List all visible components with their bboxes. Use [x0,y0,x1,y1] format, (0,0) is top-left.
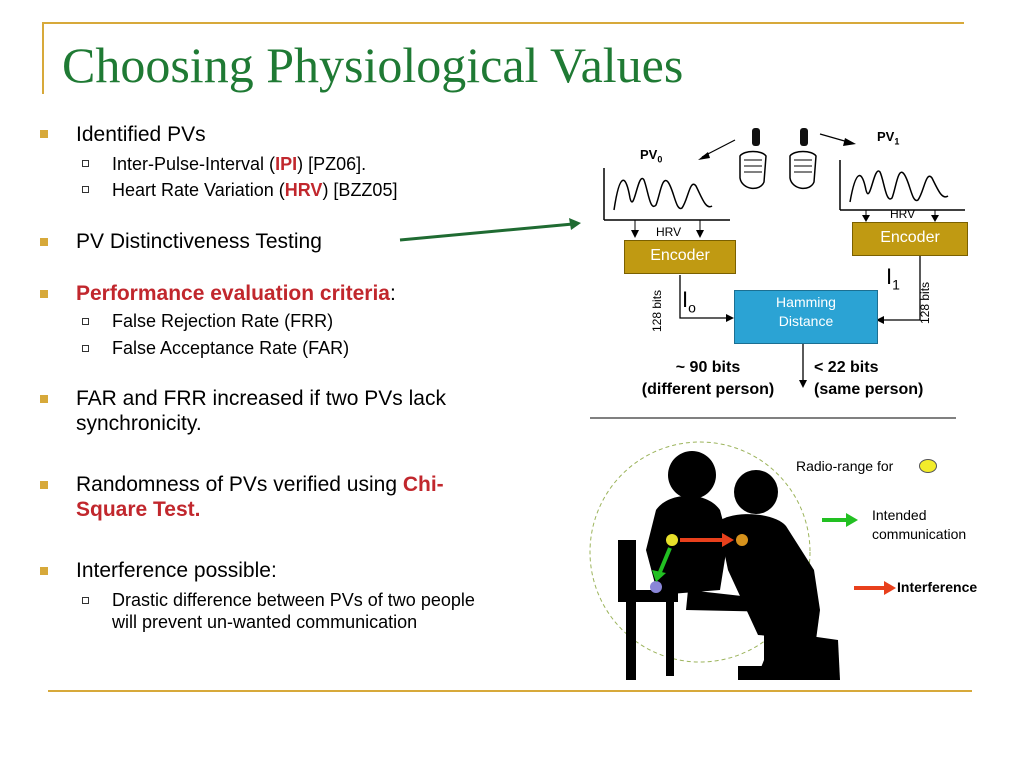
frame-left-rule [42,22,44,94]
bullet-performance-criteria: Performance evaluation criteria: [76,282,396,305]
bullet-identified-pvs: Identified PVs [76,123,206,146]
hrv-label-left: HRV [656,225,682,239]
slide-title: Choosing Physiological Values [62,37,684,93]
sub-bullet-hrv: Heart Rate Variation (HRV) [BZZ05] [112,180,398,200]
bullet-marker [40,395,48,403]
interference-label: Interference [897,579,978,595]
frame-bottom-rule [48,690,972,692]
pointer-arrow [399,218,581,242]
sub-bullet-marker [82,318,89,325]
intended-legend-arrow [822,513,858,527]
bits-label-left: 128 bits [650,289,664,332]
bullet-marker [40,130,48,138]
sub-bullet-marker [82,345,89,352]
encoding-diagram-graphics [590,128,965,419]
pv0-waveform [613,177,713,211]
bullet-marker [40,290,48,298]
sub-bullet-far: False Acceptance Rate (FAR) [112,338,350,358]
interference-legend-arrow [854,581,896,595]
radio-range-label: Radio-range for [796,458,894,474]
bullet-randomness: Randomness of PVs verified using Chi-Squ… [76,473,444,521]
pv0-label: PV0 [640,147,663,165]
sub-bullet-marker [82,597,89,604]
sub-bullet-drastic-difference: Drastic difference between PVs of two pe… [112,590,475,632]
radio-range-circle [589,441,811,663]
bullet-marker [40,238,48,246]
io-label: Io [682,287,696,316]
different-person-result: ~ 90 bits(different person) [641,359,775,398]
pv1-label: PV1 [877,129,900,147]
yellow-node [666,534,678,546]
sub-bullet-marker [82,186,89,193]
bullet-distinctiveness: PV Distinctiveness Testing [76,230,322,253]
encoder-right: Encoder [852,222,968,256]
bullet-interference: Interference possible: [76,559,277,582]
pv1-waveform [849,170,949,203]
right-hand-sensor-icon [789,128,817,190]
orange-node [736,534,748,546]
sub-bullet-marker [82,160,89,167]
sub-bullet-ipi: Inter-Pulse-Interval (IPI) [PZ06]. [112,154,367,174]
i1-label: I1 [886,264,900,293]
frame-top-rule [42,22,964,24]
left-hand-sensor-icon [739,128,767,190]
radio-range-yellow-icon [919,459,937,473]
silhouette-scene [589,441,840,680]
bits-label-right: 128 bits [918,281,932,324]
encoder-left: Encoder [624,240,736,274]
sub-bullet-frr: False Rejection Rate (FRR) [112,311,334,331]
hrv-label-right: HRV [890,207,916,221]
same-person-result: < 22 bits(same person) [814,359,924,398]
bullet-marker [40,481,48,489]
bullet-marker [40,567,48,575]
blue-node [650,581,662,593]
